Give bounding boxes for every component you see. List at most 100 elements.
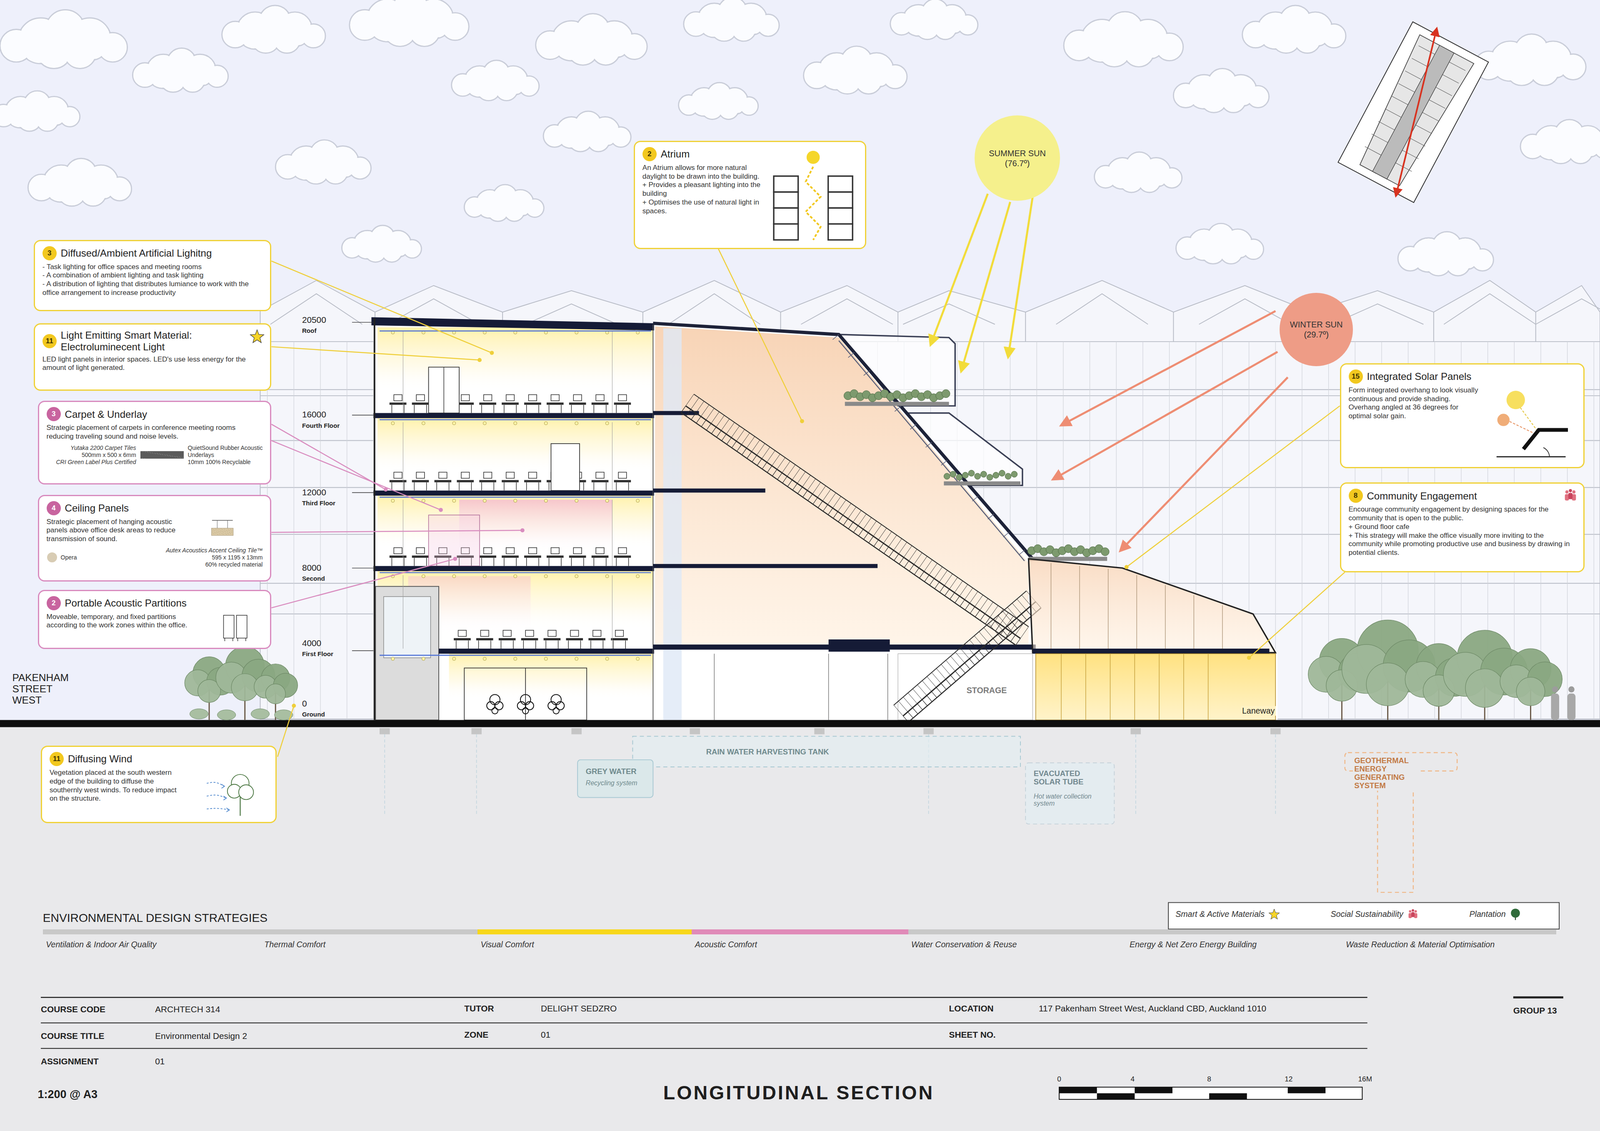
baluster [827, 492, 836, 505]
cloud-puff [1124, 37, 1154, 67]
cloud-puff [324, 160, 348, 184]
panel-texture [227, 532, 228, 534]
baluster [979, 631, 989, 643]
sculpture-part [486, 701, 495, 710]
monitor [550, 547, 560, 555]
baluster [883, 531, 892, 544]
glazing-mullion [987, 514, 995, 520]
legend-bar-segment [691, 929, 908, 935]
desk-leg [414, 557, 415, 567]
plant [1005, 473, 1012, 480]
level-line [352, 492, 374, 493]
stair-tread [762, 462, 767, 470]
title-block-text: 12 [1284, 1075, 1293, 1084]
baluster [721, 418, 730, 431]
scale-segment [1097, 1093, 1135, 1100]
annotation-label: GEOTHERMAL ENERGY GENERATING SYSTEM [1352, 756, 1419, 791]
callout-number: 2 [46, 596, 61, 611]
desk [412, 480, 429, 483]
stair-tread [936, 687, 942, 694]
cloud-puff [1530, 57, 1558, 85]
cafe-mullion [1158, 653, 1160, 720]
sculpture-part [556, 701, 565, 710]
carpet-texture [157, 453, 158, 455]
stair-tread [706, 423, 711, 431]
tree-illustration [188, 768, 271, 818]
cloud-puff [1472, 249, 1493, 270]
person-head [1568, 489, 1573, 493]
carpet-texture [178, 456, 180, 458]
carpet-texture [167, 455, 169, 457]
partition-leg [232, 637, 233, 641]
cloud-puff [1243, 22, 1269, 48]
annotation-label: Laneway [1240, 706, 1276, 717]
baluster [685, 394, 695, 406]
stair-tread [907, 712, 914, 719]
callout-number: 4 [46, 501, 61, 516]
stair-tread [929, 578, 935, 586]
callout-heading: Atrium [660, 148, 690, 160]
opera-swatch [47, 552, 58, 563]
sculpture-part [522, 707, 529, 715]
callout-box: 4Ceiling PanelsStrategic placement of ha… [37, 495, 272, 582]
desk-leg [593, 557, 595, 567]
foliage [265, 684, 286, 705]
facade-mullion [320, 341, 321, 720]
cloud-puff [465, 197, 484, 217]
leader-dot [452, 557, 458, 562]
stair-tread [978, 650, 985, 658]
floor-slab [373, 413, 654, 419]
star-icon [1267, 908, 1281, 921]
cloud-puff [757, 15, 779, 36]
plant [941, 389, 950, 398]
panel-texture [227, 529, 229, 530]
wall [652, 324, 654, 721]
monitor [547, 630, 557, 637]
wire [227, 520, 228, 529]
legend-bar-segment [1126, 929, 1343, 935]
plant [974, 473, 981, 480]
sculpture-part [495, 701, 504, 710]
stair-tread [736, 444, 742, 452]
material-text: Opera [60, 554, 78, 562]
facade-wall [373, 318, 376, 721]
panel-texture [222, 533, 224, 535]
clouds [0, 0, 1600, 276]
callout-body: + Optimises the use of natural light in … [642, 198, 763, 216]
person-head [1414, 910, 1417, 913]
wind-arrowhead [226, 808, 230, 813]
desk-leg [467, 640, 469, 649]
desk-leg [426, 405, 427, 414]
desk [569, 555, 586, 558]
leader-line [718, 248, 803, 422]
pile-cap [571, 728, 582, 735]
desk [476, 638, 493, 641]
stair-tread [1007, 626, 1013, 633]
stair-tread [1015, 638, 1021, 646]
legend-icon-entry: Social Sustainability [1330, 908, 1419, 921]
callout-body: - A combination of ambient lighting and … [42, 271, 263, 280]
leader-line [1126, 405, 1340, 568]
ceiling-light [575, 657, 579, 661]
baluster [993, 619, 1003, 631]
desk [412, 402, 429, 405]
ceiling-light [391, 499, 395, 503]
sculpture-part [552, 707, 560, 715]
desk-leg [523, 640, 524, 649]
desk [412, 555, 429, 558]
star-icon [250, 330, 265, 343]
baluster [927, 676, 937, 688]
carpet-texture [176, 456, 178, 458]
stair-tread [787, 480, 793, 487]
sculpture-part [490, 694, 500, 705]
glazing-mullion [832, 334, 839, 340]
panel-texture [218, 530, 219, 532]
leader-dot [520, 528, 525, 533]
baluster [852, 510, 862, 523]
stair-tread [731, 441, 737, 448]
monitor [483, 547, 493, 555]
desk-leg [500, 640, 502, 649]
callout-header: 2Portable Acoustic Partitions [46, 596, 263, 611]
monitor [393, 472, 403, 479]
handrail [693, 394, 1029, 627]
